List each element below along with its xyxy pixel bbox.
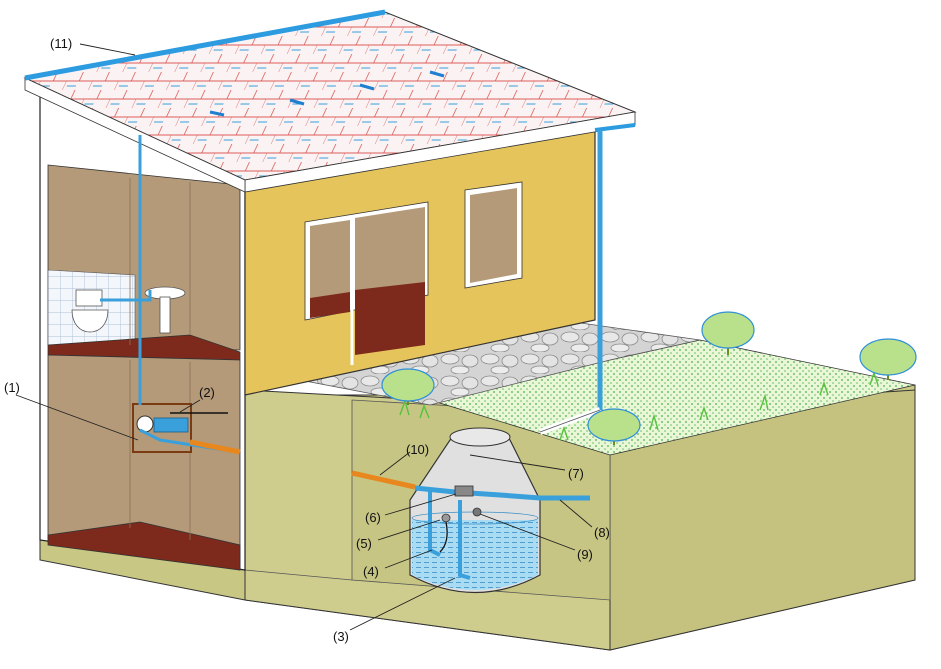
leader-1 xyxy=(15,394,139,441)
callout-9: (9) xyxy=(577,547,593,562)
house-facade xyxy=(244,117,596,396)
leader-3 xyxy=(349,577,456,631)
toilet xyxy=(71,289,109,333)
callout-leaders xyxy=(15,43,593,631)
roof-gutter xyxy=(24,9,386,81)
callout-8: (8) xyxy=(594,525,610,540)
overflow-pipe-tank xyxy=(351,470,416,490)
leader-5 xyxy=(377,519,441,541)
tank-pipework xyxy=(414,485,590,580)
leader-11 xyxy=(79,43,136,56)
callout-7: (7) xyxy=(568,466,584,481)
leader-6 xyxy=(384,493,457,516)
leader-2 xyxy=(179,399,201,413)
callout-3: (3) xyxy=(333,629,349,644)
callout-1: (1) xyxy=(4,380,20,395)
trees xyxy=(381,311,917,445)
callout-labels: (1) (2) (3) (4) (5) (6) (7) (8) (9) (10)… xyxy=(4,36,610,644)
leader-10 xyxy=(379,451,411,476)
leader-9 xyxy=(479,513,576,551)
leader-7 xyxy=(469,454,566,471)
tree xyxy=(587,408,641,445)
callout-11: (11) xyxy=(50,36,72,51)
callout-10: (10) xyxy=(406,442,429,457)
sink xyxy=(144,286,186,334)
leader-4 xyxy=(384,549,433,569)
overflow-pipe-house xyxy=(189,439,241,455)
side-gutter xyxy=(594,123,636,132)
tree xyxy=(381,368,435,405)
callout-5: (5) xyxy=(356,536,372,551)
leader-8 xyxy=(559,499,593,528)
tree xyxy=(701,311,755,355)
callout-2: (2) xyxy=(199,385,215,400)
callout-6: (6) xyxy=(365,510,381,525)
roof xyxy=(23,11,637,193)
callout-4: (4) xyxy=(363,564,379,579)
tree xyxy=(859,338,917,380)
